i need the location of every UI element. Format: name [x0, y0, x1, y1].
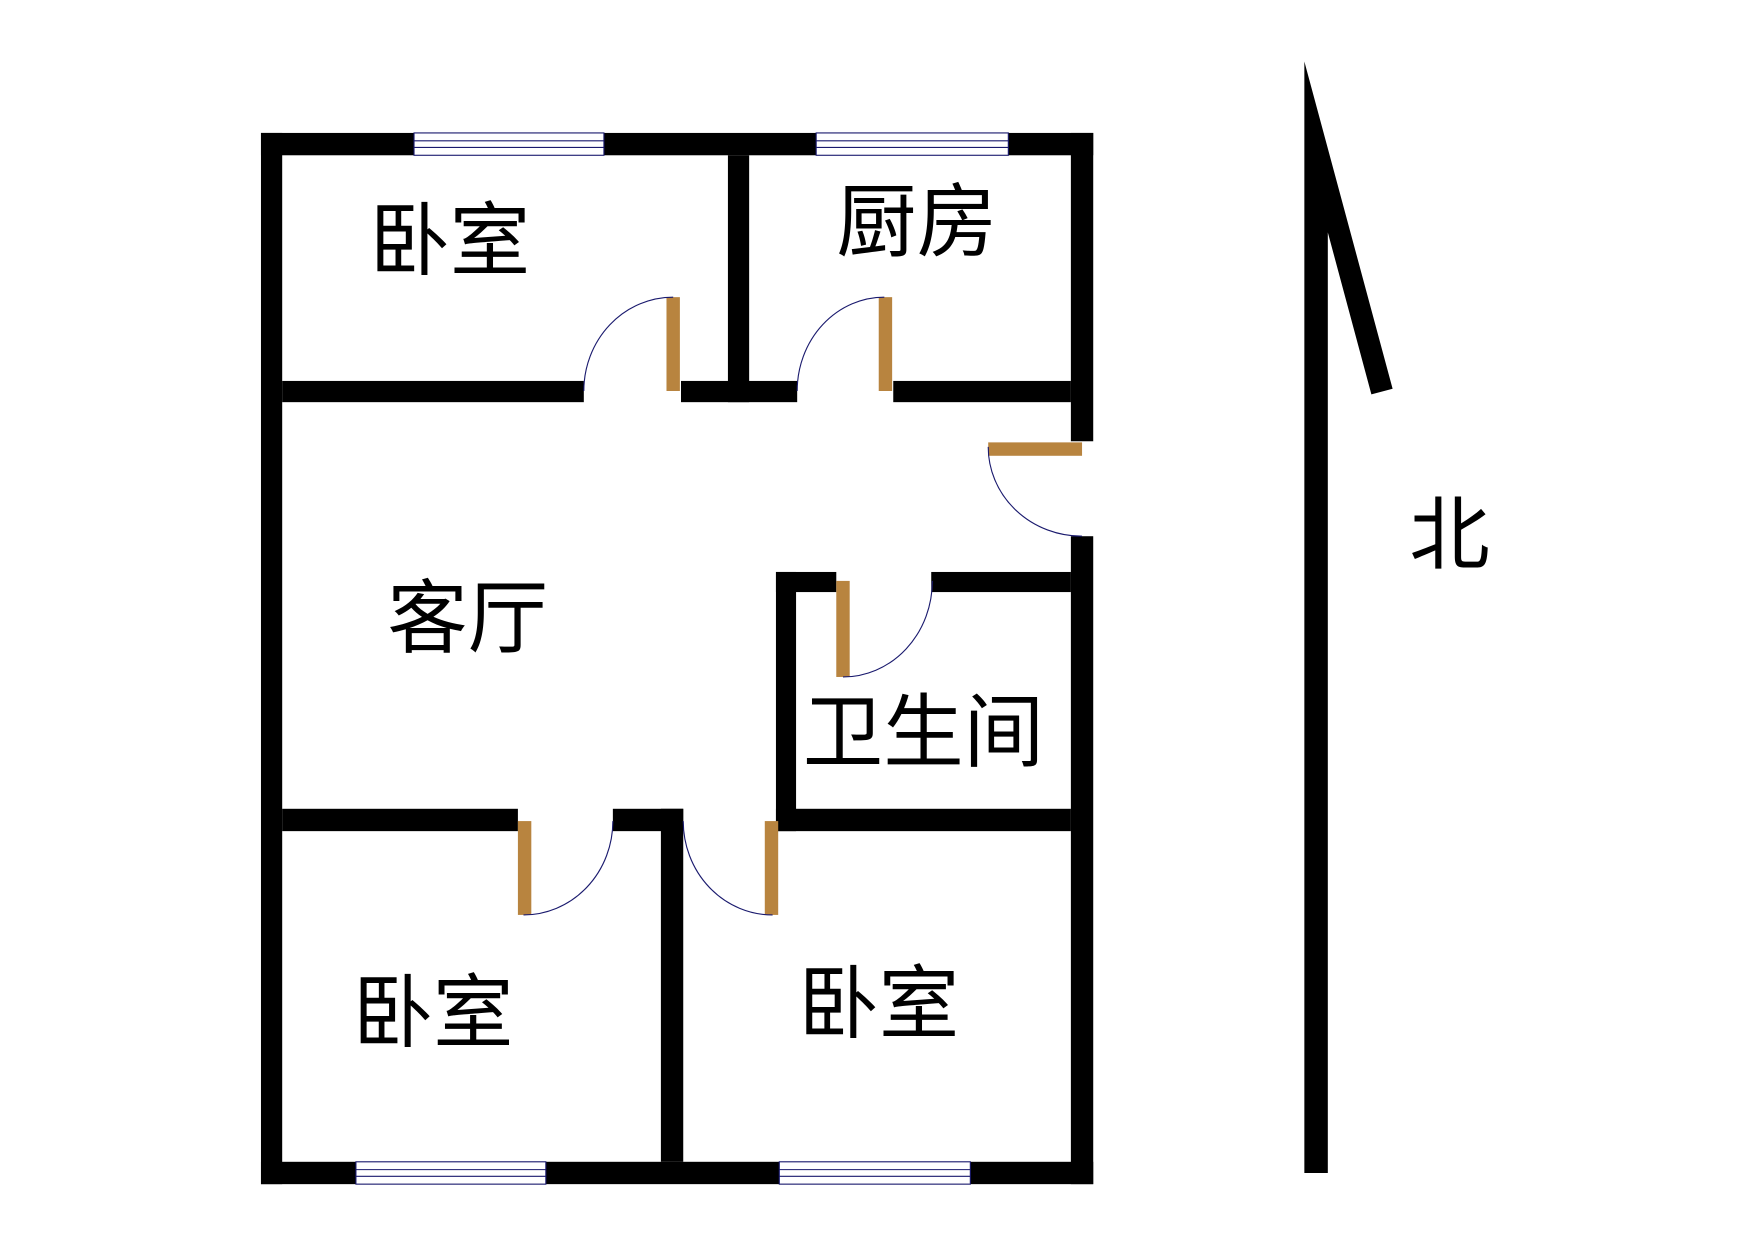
label-bedroom-se: 卧室	[798, 957, 959, 1051]
wall-bath-top-right	[931, 571, 1071, 593]
door-kitchen	[796, 296, 893, 391]
door-bathroom	[836, 580, 933, 678]
window-north-kitchen	[815, 132, 1009, 156]
wall-bedrooms-divider	[660, 808, 684, 1162]
window-south-bedroom-sw	[355, 1161, 547, 1185]
north-label: 北	[1409, 488, 1489, 582]
wall-right-lower	[1070, 536, 1094, 1185]
wall-left	[260, 132, 283, 1185]
door-bedroom-nw	[583, 296, 680, 391]
label-bedroom-nw: 卧室	[369, 194, 530, 288]
label-kitchen: 厨房	[836, 175, 997, 269]
door-bedroom-sw	[517, 821, 614, 916]
room-labels: 卧室 厨房 客厅 卫生间 卧室 卧室	[353, 175, 1044, 1060]
wall-bedroom-kitchen	[727, 155, 750, 403]
wall-kitchen-living	[893, 380, 1071, 403]
wall-bedroom-living	[282, 380, 584, 403]
doors	[517, 296, 1083, 916]
wall-mid-north	[681, 380, 798, 403]
wall-right-upper	[1070, 132, 1094, 442]
door-entrance	[987, 442, 1083, 537]
wall-bath-left	[775, 571, 797, 832]
window-south-bedroom-se	[778, 1161, 971, 1185]
north-arrow-icon: 北	[1304, 61, 1490, 1173]
label-bathroom: 卫生间	[803, 686, 1044, 780]
wall-living-sw	[282, 808, 518, 832]
windows	[355, 132, 1009, 1185]
wall-bath-bottom	[775, 808, 1071, 832]
door-bedroom-se	[682, 821, 779, 916]
label-living-room: 客厅	[387, 572, 548, 666]
window-north-bedroom	[413, 132, 605, 156]
label-bedroom-sw: 卧室	[353, 966, 514, 1060]
